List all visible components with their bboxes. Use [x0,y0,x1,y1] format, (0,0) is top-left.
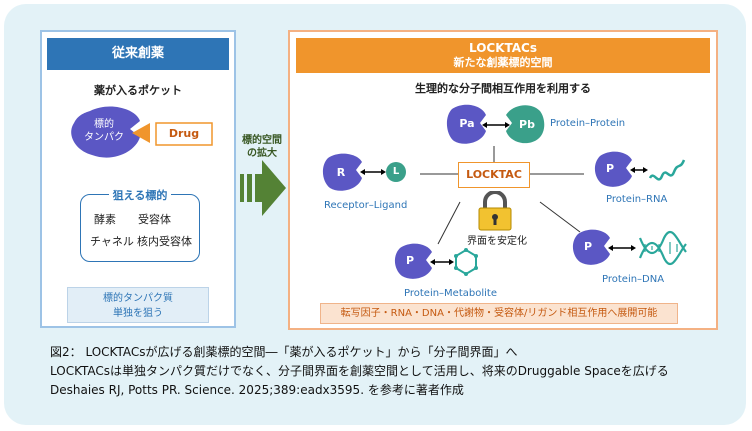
target-receptor: 受容体 [138,213,171,226]
receptor-ligand-label: Receptor–Ligand [324,200,408,211]
expansion-footer: 転写因子・RNA・DNA・代謝物・受容体/リガンド相互作用へ展開可能 [320,303,678,324]
protein-rna-illustration [594,151,686,187]
targetable-box [80,194,200,262]
locktac-box: LOCKTAC [458,162,530,188]
protein-dna-label: Protein–DNA [602,274,665,285]
lock-caption: 界面を安定化 [467,236,527,247]
target-nuclear-receptor: 核内受容体 [137,235,192,248]
protein-protein-illustration [446,104,545,144]
dna-helix [638,230,687,266]
protein-protein-label: Protein–Protein [550,118,626,129]
caption-line-2: LOCKTACsは単独タンパク質だけでなく、分子間界面を創薬空間として活用し、将… [50,364,669,378]
drug-box [155,122,213,146]
ligand-label: L [392,166,400,177]
protein-rna-protein-shape [594,151,632,187]
protein-pa-label: Pa [459,117,475,130]
metabolite-hexagon [455,248,477,276]
connector-met [437,201,461,245]
rna-strand [648,159,686,181]
caption-line-1: 図2： LOCKTACsが広げる創薬標的空間―「薬が入るポケット」から「分子間界… [50,345,518,359]
physiological-heading: 生理的な分子間相互作用を利用する [415,82,591,95]
drug-wedge-shape [132,123,150,143]
protein-metabolite-protein-shape [394,243,432,279]
receptor-label: R [336,166,346,179]
single-protein-note: 標的タンパク質 単独を狙う [67,287,209,323]
targetable-title: 狙える標的 [84,187,196,203]
locktacs-header: LOCKTACs 新たな創薬標的空間 [296,38,710,73]
receptor-shape [322,153,362,191]
drug-label: Drug [168,127,200,140]
conventional-drug-panel [40,30,236,328]
locktacs-title: LOCKTACs [468,41,537,55]
locktacs-subtitle: 新たな創薬標的空間 [453,56,553,69]
expansion-label: 標的空間 の拡大 [242,135,282,159]
pocket-illustration [71,106,213,158]
protein-pa-shape [446,104,486,144]
target-enzyme: 酵素 [94,213,116,226]
protein-dna-protein-label: P [583,240,593,253]
receptor-ligand-illustration [322,153,406,191]
connector-dna [539,201,581,233]
protein-dna-illustration [572,229,687,266]
protein-pb-shape [506,105,545,144]
pocket-subtitle: 薬が入るポケット [94,84,182,97]
protein-metabolite-label: Protein–Metabolite [404,288,497,299]
conventional-drug-header: 従来創薬 [47,38,229,70]
target-channel: チャネル [90,235,134,248]
protein-metabolite-illustration [394,243,478,279]
protein-metabolite-protein-label: P [405,254,415,267]
protein-pb-label: Pb [519,118,535,131]
ligand-shape [386,162,406,182]
protein-rna-protein-label: P [605,162,615,175]
caption-line-3: Deshaies RJ, Potts PR. Science. 2025;389… [50,383,464,397]
connector-lines [420,146,584,245]
protein-rna-label: Protein–RNA [606,194,668,205]
lock-icon [478,191,512,231]
expansion-arrow [240,160,286,216]
target-protein-label: 標的 タンパク [84,119,124,143]
protein-dna-protein-shape [572,229,610,265]
target-protein-shape [71,106,140,158]
